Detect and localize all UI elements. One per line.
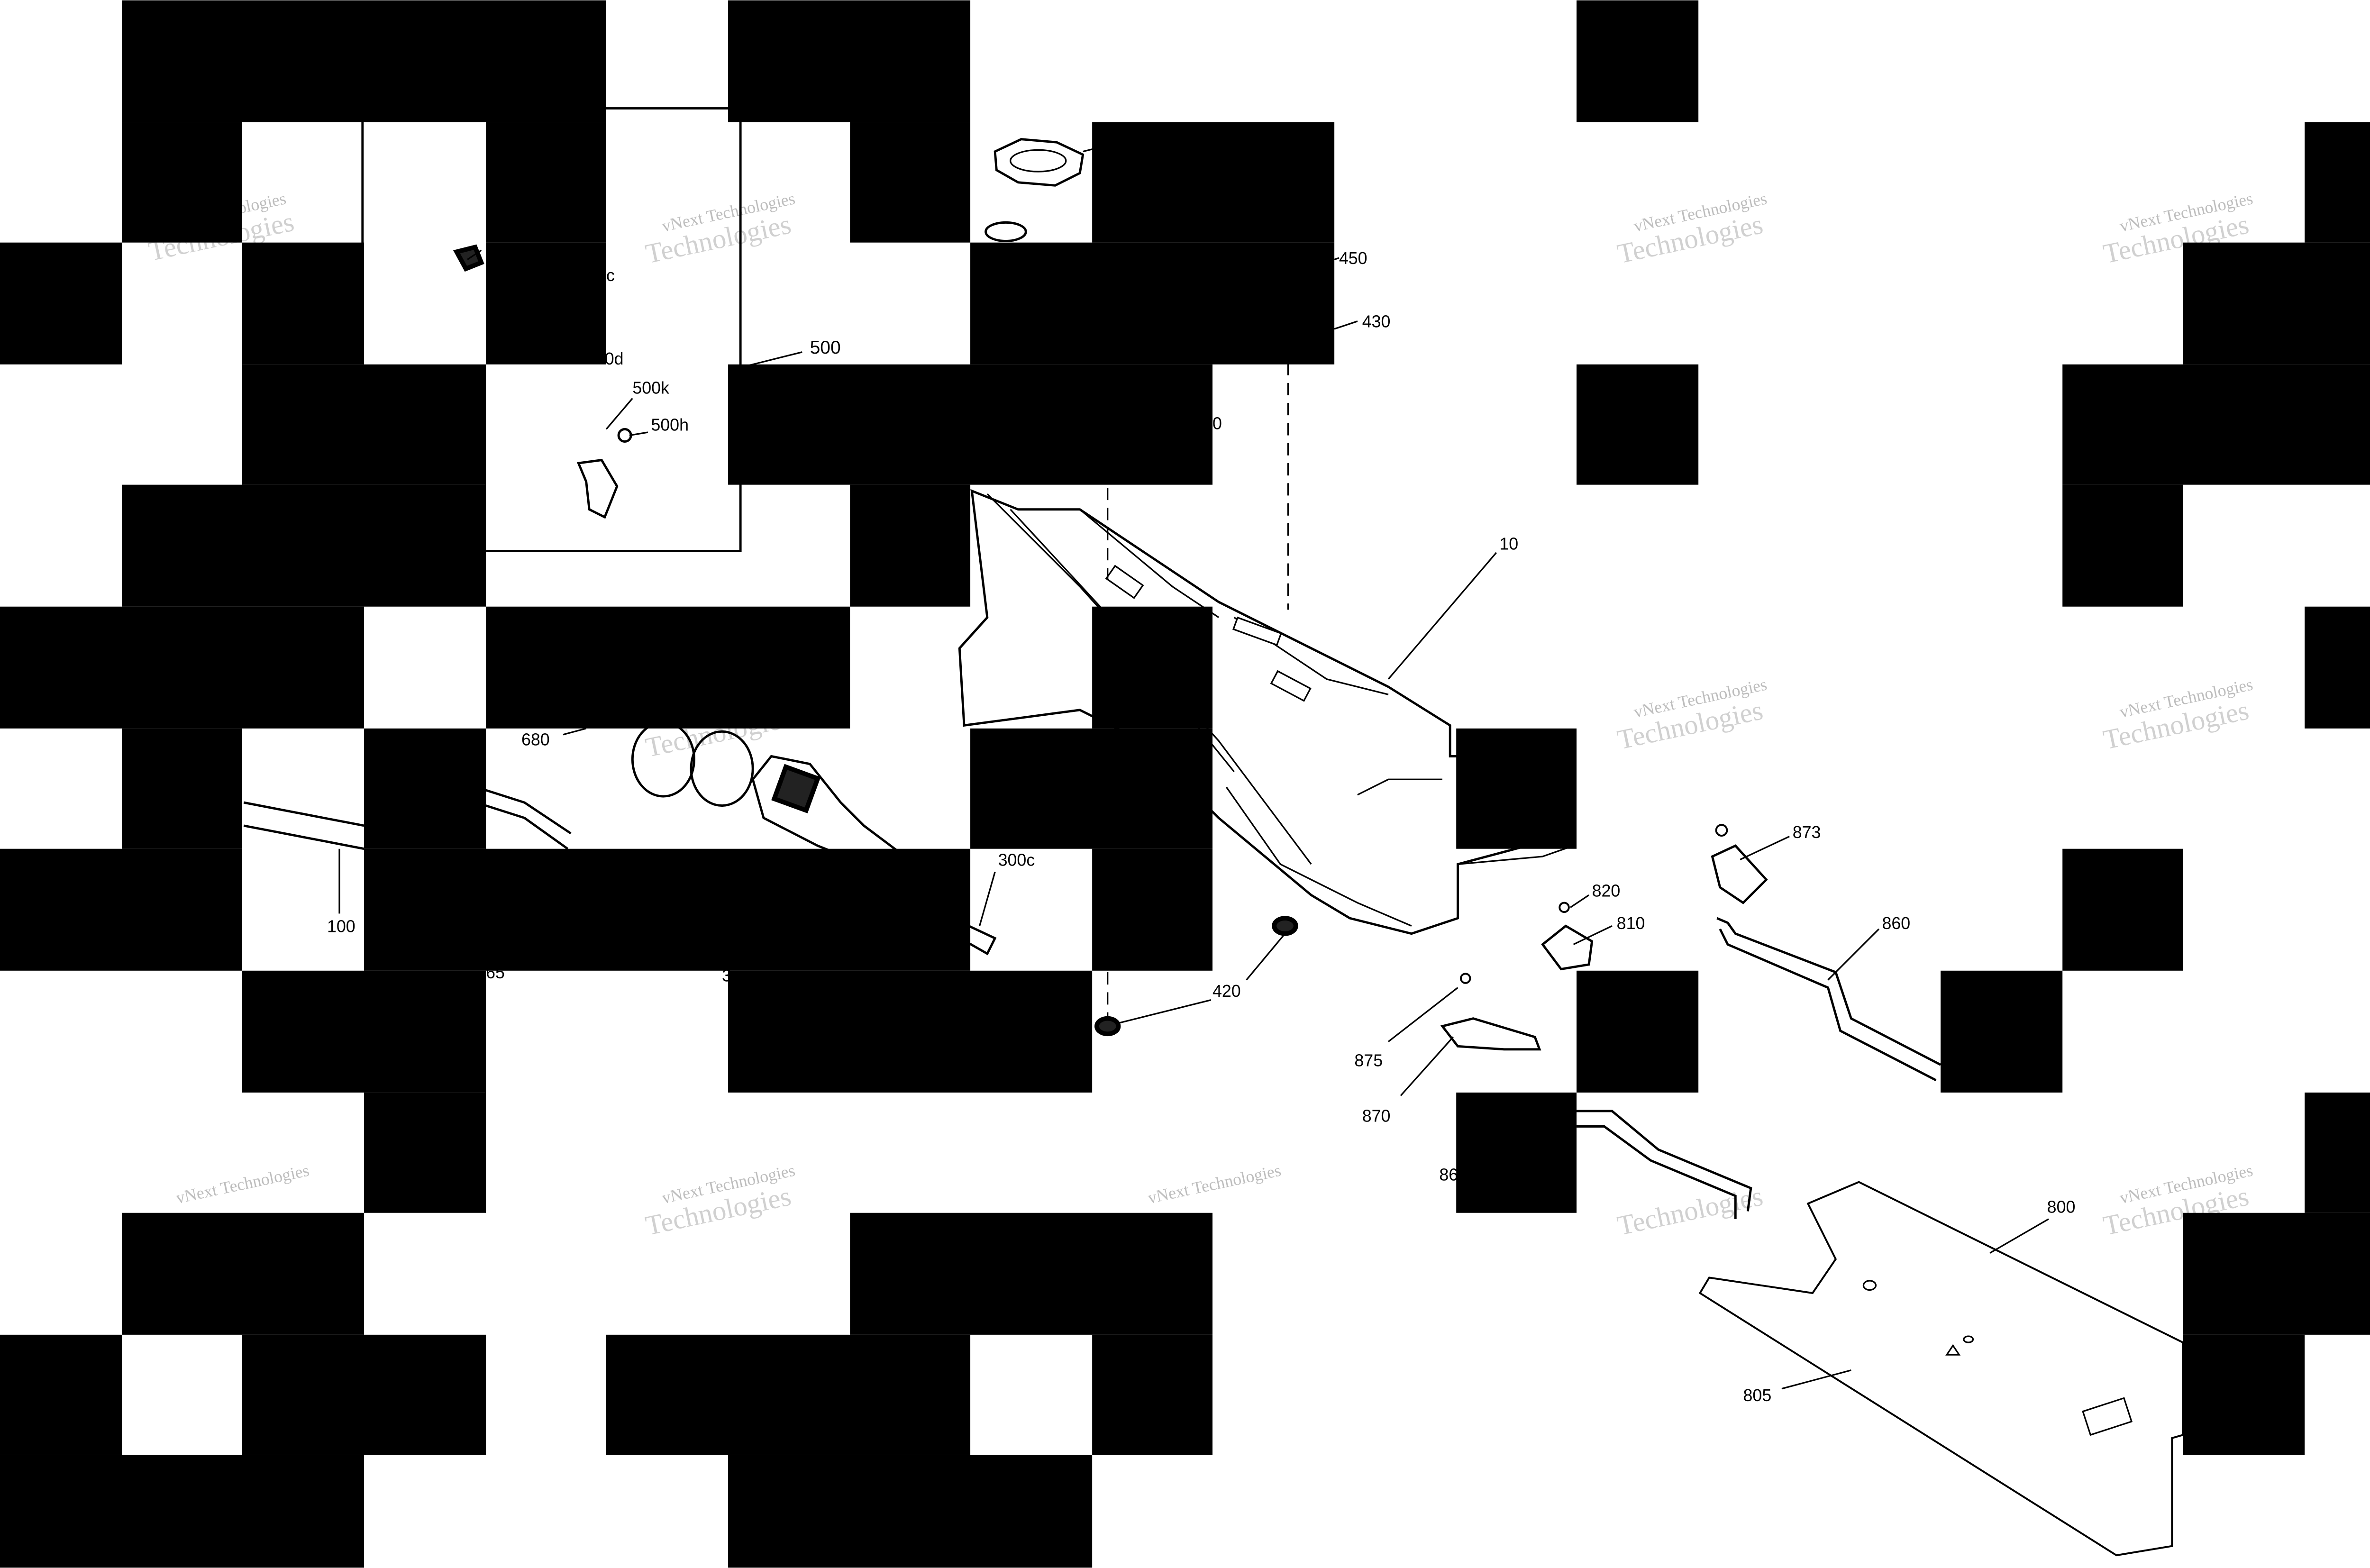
rubber-pad bbox=[1094, 916, 1298, 1037]
occlusion-block bbox=[1577, 364, 1699, 485]
callout-680: 680 bbox=[521, 730, 550, 749]
occlusion-block bbox=[122, 728, 242, 849]
occlusion-block bbox=[0, 848, 242, 971]
callout-500k: 500k bbox=[632, 379, 669, 398]
occlusion-block bbox=[122, 0, 607, 122]
callout-500: 500 bbox=[810, 337, 841, 358]
occlusion-block bbox=[122, 1212, 365, 1335]
occlusion-block bbox=[1092, 122, 1335, 243]
occlusion-block bbox=[364, 848, 971, 971]
occlusion-block bbox=[1092, 1334, 1213, 1455]
occlusion-block bbox=[728, 970, 1093, 1093]
occlusion-block bbox=[486, 122, 607, 243]
callout-500h: 500h bbox=[651, 416, 689, 435]
occlusion-block bbox=[122, 484, 486, 607]
occlusion-block bbox=[970, 242, 1335, 365]
occlusion-block bbox=[2305, 1092, 2370, 1213]
occlusion-block bbox=[2062, 484, 2183, 607]
callout-805: 805 bbox=[1743, 1386, 1772, 1405]
callout-86: 86 bbox=[1439, 1165, 1458, 1184]
occlusion-block bbox=[2183, 242, 2370, 365]
callout-860: 860 bbox=[1882, 914, 1910, 933]
bracket-873 bbox=[1711, 824, 1768, 904]
occlusion-block bbox=[2183, 1334, 2305, 1455]
watermark-text: Technologies bbox=[1615, 1180, 1766, 1241]
occlusion-block bbox=[242, 1334, 486, 1455]
occlusion-block bbox=[364, 728, 486, 849]
callouts: 500 500k 500h 0d c 450 430 0 10 680 100 … bbox=[327, 249, 2075, 1405]
occlusion-block bbox=[242, 970, 486, 1093]
occlusion-block bbox=[728, 364, 1213, 485]
callout-430: 430 bbox=[1362, 312, 1391, 331]
callout-820: 820 bbox=[1592, 882, 1621, 901]
watermark: vNext Technologies Technologies bbox=[2101, 675, 2255, 755]
occlusion-block bbox=[728, 1455, 1093, 1568]
watermark: vNext Technologies Technologies bbox=[643, 189, 797, 269]
occlusion-block bbox=[0, 242, 122, 365]
occlusion-block bbox=[242, 364, 486, 485]
callout-870: 870 bbox=[1362, 1107, 1391, 1126]
occlusion-block bbox=[2062, 364, 2370, 485]
occlusion-block bbox=[2062, 848, 2183, 971]
callout-873: 873 bbox=[1793, 823, 1821, 842]
bracket-810 bbox=[1541, 902, 1594, 971]
watermark-text: vNext Technologies bbox=[1146, 1160, 1283, 1207]
heat-shield-plate bbox=[1698, 1181, 2184, 1557]
callout-0: 0 bbox=[1212, 414, 1222, 433]
occlusion-block bbox=[1456, 728, 1577, 849]
occlusion-block bbox=[1941, 970, 2063, 1093]
watermark: vNext Technologies bbox=[1146, 1160, 1283, 1207]
strap-860 bbox=[1716, 917, 1942, 1082]
bracket-870 bbox=[1440, 973, 1541, 1051]
callout-420: 420 bbox=[1212, 982, 1241, 1001]
callout-800: 800 bbox=[2047, 1198, 2076, 1217]
watermark: vNext Technologies Technologies bbox=[1615, 675, 1769, 755]
callout-100: 100 bbox=[327, 917, 356, 936]
occlusion-block bbox=[1092, 848, 1213, 971]
occlusion-block bbox=[1577, 970, 1699, 1093]
callout-300c: 300c bbox=[998, 850, 1035, 869]
occlusion-block bbox=[1456, 1092, 1577, 1213]
occlusion-block bbox=[0, 606, 365, 729]
occlusion-block bbox=[850, 1212, 1213, 1335]
callout-875: 875 bbox=[1354, 1051, 1383, 1070]
fuel-tank bbox=[958, 489, 1575, 935]
occlusion-block bbox=[1577, 0, 1699, 122]
occlusion-block bbox=[486, 606, 850, 729]
occlusion-block bbox=[2305, 122, 2370, 243]
occlusion-block bbox=[728, 0, 971, 122]
occlusion-block bbox=[606, 1334, 971, 1455]
occlusion-block bbox=[242, 242, 365, 365]
watermark: vNext Technologies Technologies bbox=[1615, 189, 1769, 269]
occlusion-block bbox=[970, 728, 1213, 849]
fuel-cap bbox=[984, 138, 1096, 242]
occlusion-block bbox=[0, 1455, 365, 1568]
watermark: Technologies bbox=[1615, 1180, 1766, 1241]
leader-lines bbox=[338, 249, 2049, 1390]
callout-500c: c bbox=[606, 266, 615, 285]
occlusion-block bbox=[0, 1334, 122, 1455]
occlusion-block bbox=[2183, 1212, 2370, 1335]
watermark: vNext Technologies bbox=[174, 1160, 311, 1207]
strap-86x bbox=[1577, 1110, 1752, 1219]
fuel-pump bbox=[631, 721, 997, 956]
occlusion-block bbox=[364, 1092, 486, 1213]
occlusion-block bbox=[122, 122, 242, 243]
watermark-text: vNext Technologies bbox=[174, 1160, 311, 1207]
callout-500d: 0d bbox=[605, 349, 624, 368]
occlusion-block bbox=[1092, 606, 1213, 729]
callout-450: 450 bbox=[1339, 249, 1367, 268]
occlusion-block bbox=[850, 122, 971, 243]
callout-810: 810 bbox=[1617, 914, 1645, 933]
watermark: vNext Technologies Technologies bbox=[643, 1160, 797, 1241]
occlusion-block bbox=[2305, 606, 2370, 729]
occlusion-block bbox=[850, 484, 971, 607]
fuel-line bbox=[243, 789, 572, 850]
occlusion-block bbox=[486, 242, 607, 365]
callout-10: 10 bbox=[1499, 534, 1518, 553]
